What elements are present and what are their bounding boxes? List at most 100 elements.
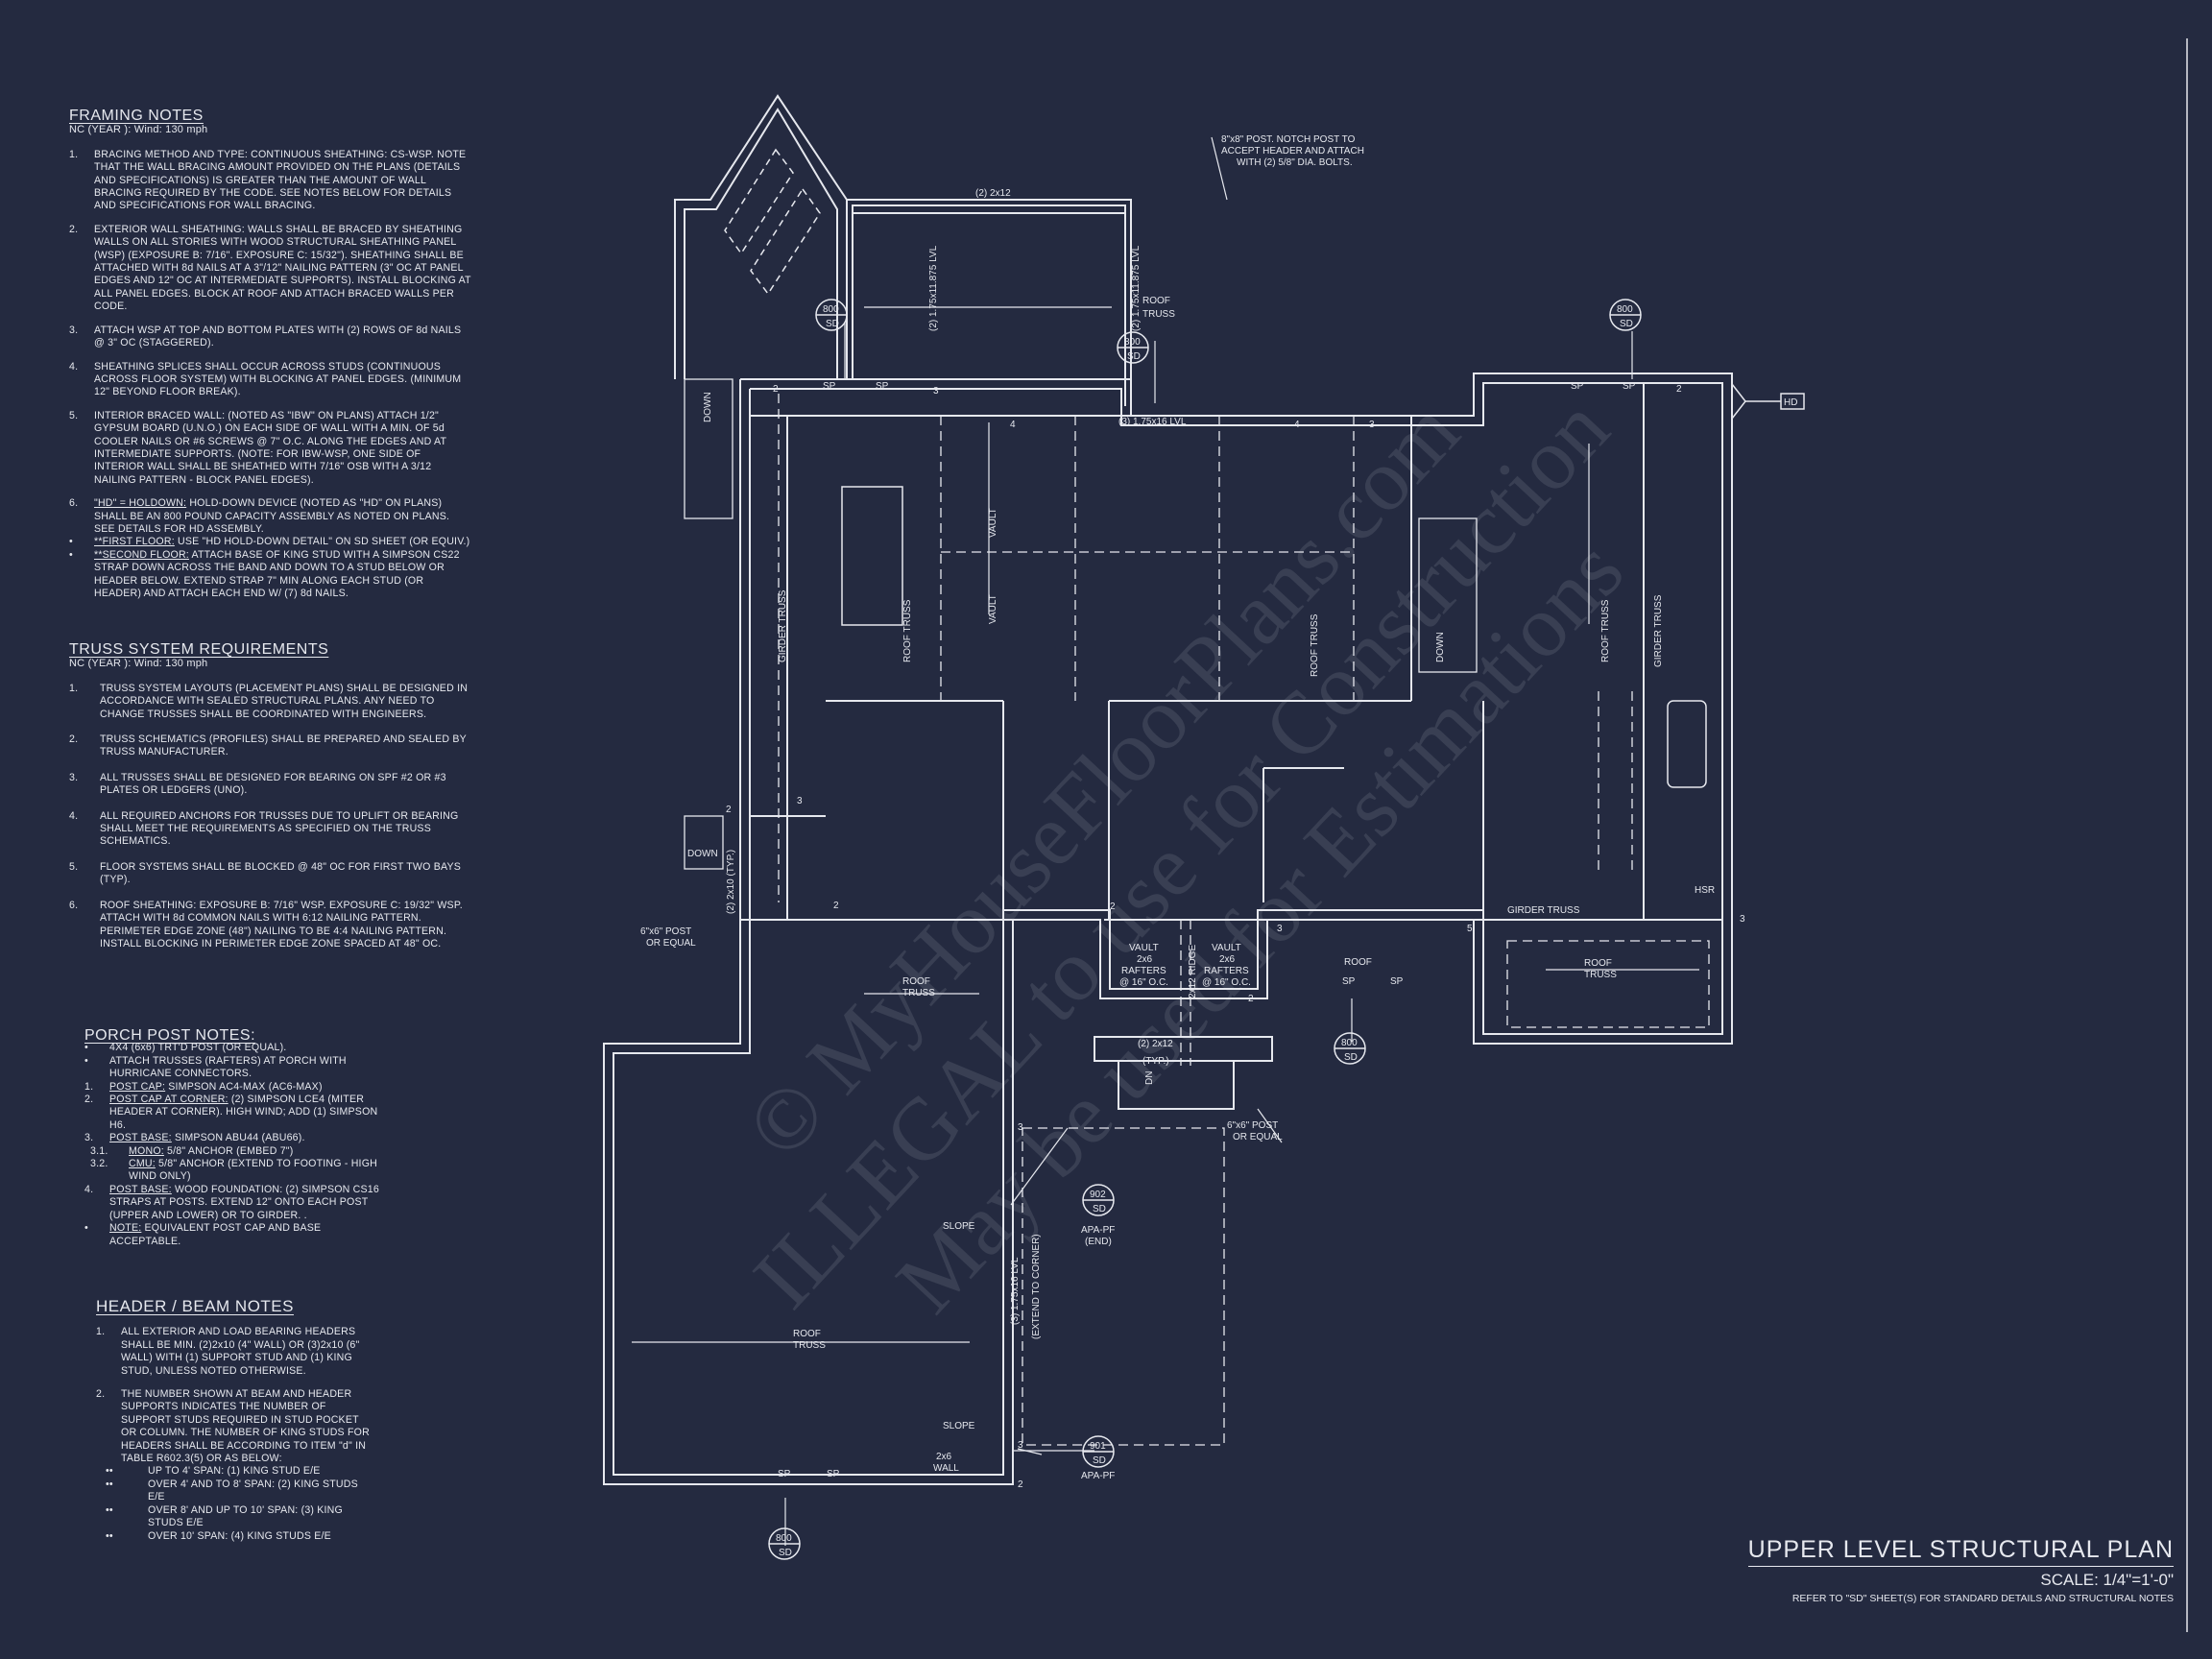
- note-text: FLOOR SYSTEMS SHALL BE BLOCKED @ 48" OC …: [100, 860, 461, 886]
- wall-label: WALL: [933, 1463, 959, 1474]
- note-text: ATTACH TRUSSES (RAFTERS) AT PORCH WITH H…: [109, 1054, 347, 1080]
- note-text: ROOF SHEATHING: EXPOSURE B: 7/16" WSP. E…: [100, 899, 463, 950]
- girder-truss-label: GIRDER TRUSS: [778, 589, 788, 662]
- support-post: SP: [778, 1469, 791, 1479]
- rafters-spacing: @ 16" O.C.: [1202, 977, 1251, 988]
- note-number: 3.2.: [90, 1158, 108, 1170]
- post-note: ACCEPT HEADER AND ATTACH: [1221, 146, 1364, 156]
- girder-truss-label: GIRDER TRUSS: [1507, 905, 1580, 916]
- note-text: EQUIVALENT POST CAP AND BASE ACCEPTABLE.: [109, 1222, 322, 1247]
- stud-count: 3: [1369, 420, 1375, 430]
- note-label: POST BASE:: [109, 1132, 172, 1144]
- post-label: 6"x6" POST: [640, 926, 691, 937]
- note-item: 3.2.CMU: 5/8" ANCHOR (EXTEND TO FOOTING …: [84, 1158, 382, 1184]
- truss-label: TRUSS: [1142, 309, 1175, 320]
- note-item: 4.SHEATHING SPLICES SHALL OCCUR ACROSS S…: [69, 361, 472, 399]
- vault-label: VAULT: [1212, 943, 1241, 953]
- note-item: • ATTACH TRUSSES (RAFTERS) AT PORCH WITH …: [84, 1055, 382, 1081]
- stud-count: 5: [1467, 924, 1473, 934]
- down-label: DOWN: [703, 392, 713, 422]
- rafters-label: RAFTERS: [1204, 966, 1249, 976]
- bullet-icon: ••: [106, 1503, 113, 1516]
- vault-label: VAULT: [1129, 943, 1159, 953]
- post-note: WITH (2) 5/8" DIA. BOLTS.: [1237, 157, 1353, 168]
- note-item: 1.BRACING METHOD AND TYPE: CONTINUOUS SH…: [69, 149, 472, 213]
- stud-count: 4: [1294, 420, 1300, 430]
- vault-label: VAULT: [988, 594, 998, 624]
- stud-count: 4: [1010, 420, 1016, 430]
- detail-number: 902: [1090, 1190, 1106, 1200]
- note-label: "HD" = HOLDOWN:: [94, 497, 187, 510]
- exterior-wall: [603, 373, 1733, 1485]
- note-bullet: •**FIRST FLOOR: USE "HD HOLD-DOWN DETAIL…: [69, 536, 472, 548]
- post-label: OR EQUAL: [1233, 1132, 1283, 1142]
- stud-count: 2: [726, 805, 732, 815]
- note-item: 2.TRUSS SCHEMATICS (PROFILES) SHALL BE P…: [69, 733, 472, 759]
- note-text: OVER 4' AND TO 8' SPAN: (2) KING STUDS E…: [148, 1478, 358, 1503]
- roof-label: ROOF: [1142, 296, 1170, 306]
- framing-notes: FRAMING NOTES NC (YEAR ): Wind: 130 mph …: [69, 108, 472, 600]
- note-number: 3.: [84, 1132, 94, 1144]
- truss-system-requirements: TRUSS SYSTEM REQUIREMENTS NC (YEAR ): Wi…: [69, 641, 472, 963]
- note-text: ALL TRUSSES SHALL BE DESIGNED FOR BEARIN…: [100, 771, 446, 797]
- girder-truss-label: GIRDER TRUSS: [1653, 594, 1664, 667]
- note-bullet: ••OVER 8' AND UP TO 10' SPAN: (3) KING S…: [96, 1504, 374, 1530]
- note-text: 5/8" ANCHOR (EMBED 7"): [163, 1144, 294, 1157]
- sheet-title: UPPER LEVEL STRUCTURAL PLAN: [1747, 1536, 2174, 1567]
- bullet-icon: •: [69, 548, 73, 561]
- note-item: 3.1. MONO: 5/8" ANCHOR (EMBED 7"): [84, 1145, 382, 1158]
- detail-sheet: SD: [1127, 351, 1141, 362]
- note-item: 1.ALL EXTERIOR AND LOAD BEARING HEADERS …: [96, 1326, 374, 1378]
- note-number: 3.1.: [90, 1144, 108, 1157]
- down-label: DOWN: [687, 849, 718, 859]
- truss-title: TRUSS SYSTEM REQUIREMENTS: [69, 641, 329, 658]
- detail-sheet: SD: [1093, 1455, 1106, 1466]
- beam-label: (2) 1.75x11.875 LVL: [1131, 245, 1142, 331]
- note-item: 6.ROOF SHEATHING: EXPOSURE B: 7/16" WSP.…: [69, 900, 472, 951]
- note-item: 4.POST BASE: WOOD FOUNDATION: (2) SIMPSO…: [84, 1184, 382, 1222]
- note-item: 2.EXTERIOR WALL SHEATHING: WALLS SHALL B…: [69, 224, 472, 314]
- truss-label: TRUSS: [902, 988, 935, 998]
- note-number: •: [84, 1054, 88, 1067]
- note-bullet: ••OVER 10' SPAN: (4) KING STUDS E/E: [96, 1530, 374, 1543]
- header-beam-notes: HEADER / BEAM NOTES 1.ALL EXTERIOR AND L…: [96, 1298, 374, 1543]
- note-number: 2.: [84, 1094, 94, 1106]
- note-text: HOLD-DOWN DEVICE (NOTED AS "HD" ON PLANS…: [94, 497, 450, 535]
- note-number: 4.: [84, 1183, 94, 1195]
- gable-wall: [674, 94, 848, 379]
- rafter-size: 2x6: [1137, 954, 1153, 965]
- note-text: TRUSS SYSTEM LAYOUTS (PLACEMENT PLANS) S…: [100, 682, 469, 720]
- framing-notes-subtitle: NC (YEAR ): Wind: 130 mph: [69, 124, 208, 136]
- ridge-label: 2x12 RIDGE: [1188, 945, 1198, 998]
- post-label: 6"x6" POST: [1227, 1120, 1278, 1131]
- down-label: DOWN: [1435, 632, 1446, 662]
- post-label: OR EQUAL: [646, 938, 696, 949]
- sheet-scale: SCALE: 1/4"=1'-0": [2040, 1571, 2174, 1589]
- note-bullet: •• OVER 4' AND TO 8' SPAN: (2) KING STUDS…: [96, 1479, 374, 1504]
- truss-label: TRUSS: [793, 1340, 826, 1351]
- note-label: MONO:: [129, 1144, 164, 1157]
- note-item: 2.POST CAP AT CORNER: (2) SIMPSON LCE4 (…: [84, 1094, 382, 1132]
- note-item: 5.INTERIOR BRACED WALL: (NOTED AS "IBW" …: [69, 410, 472, 487]
- note-label: **SECOND FLOOR:: [94, 548, 189, 561]
- stud-count: 2: [833, 901, 839, 911]
- note-text: ATTACH BASE OF KING STUD WITH A SIMPSON …: [94, 548, 460, 599]
- note-number: 4.: [69, 360, 79, 373]
- note-number: 1.: [96, 1326, 106, 1338]
- roof-label: ROOF: [1344, 957, 1372, 968]
- rafter-size: 2x6: [1219, 954, 1236, 965]
- note-number: 3.: [69, 771, 79, 783]
- apa-pf-label: (END): [1085, 1237, 1112, 1247]
- stud-count: 3: [933, 386, 939, 397]
- note-number: 5.: [69, 409, 79, 421]
- note-text: UP TO 4' SPAN: (1) KING STUD E/E: [148, 1465, 321, 1478]
- roof-truss-label: ROOF TRUSS: [1600, 599, 1611, 662]
- note-item: 3.POST BASE: SIMPSON ABU44 (ABU66).: [84, 1132, 382, 1144]
- note-item: •4X4 (6x6) TRT'D POST (OR EQUAL).: [84, 1042, 382, 1054]
- header-label: (2) 2x12: [1138, 1039, 1173, 1049]
- stud-count: 3: [1740, 914, 1745, 925]
- note-number: 1.: [69, 682, 79, 694]
- bullet-icon: ••: [106, 1478, 113, 1490]
- slope-label: SLOPE: [943, 1221, 975, 1232]
- vault-label: VAULT: [988, 508, 998, 538]
